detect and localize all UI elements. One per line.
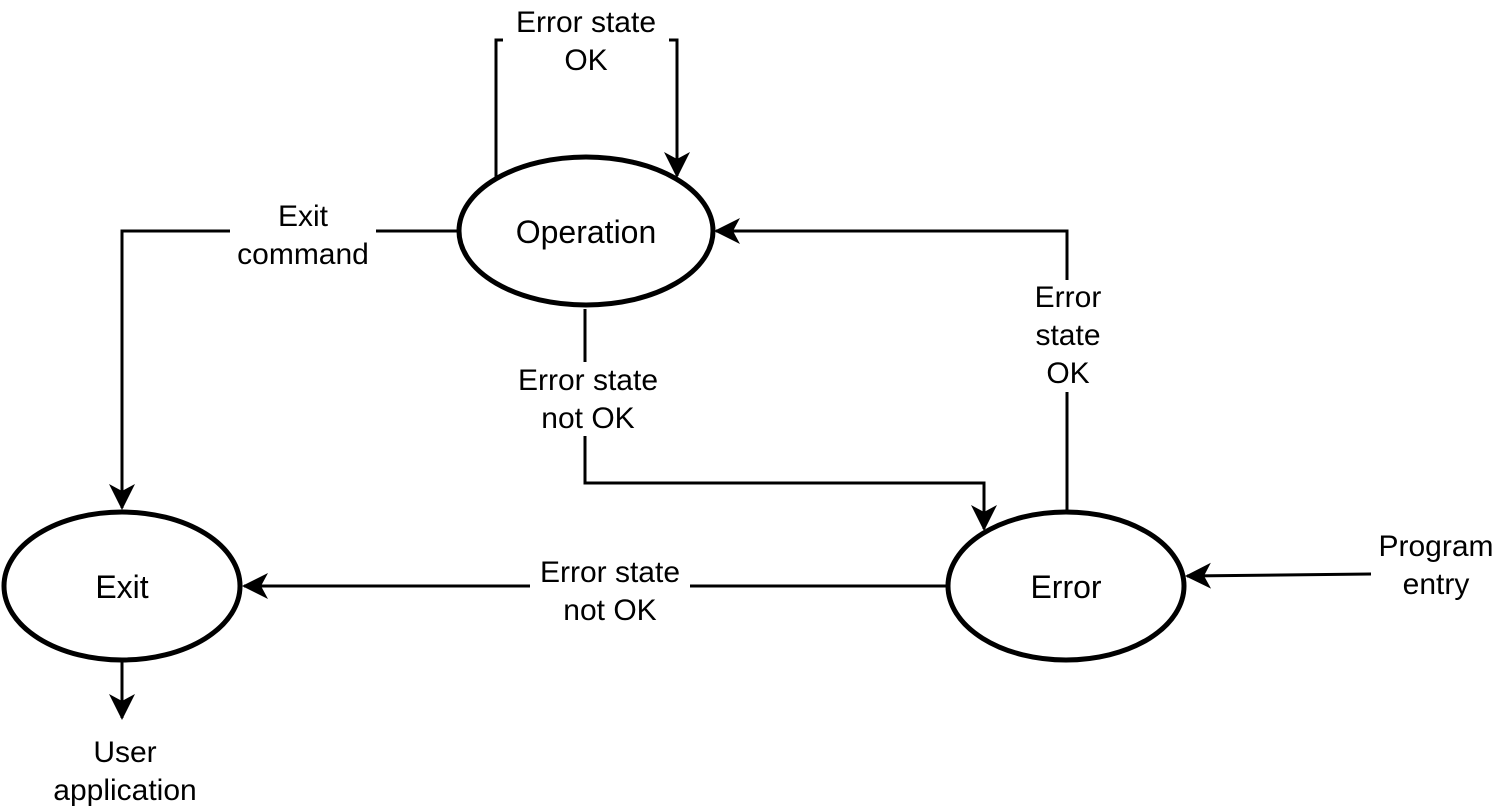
label-error-to-operation-line-2: state [1035,319,1100,352]
label-operation-to-exit: Exit command [237,200,369,271]
label-error-to-operation-line-3: OK [1046,357,1089,390]
state-exit: Exit [1,509,243,663]
label-program-entry-line-2: entry [1403,568,1470,601]
label-operation-to-exit-line-1: Exit [278,200,329,233]
label-user-application-line-2: application [53,774,196,807]
label-error-to-exit: Error state not OK [540,556,680,627]
state-error: Error [945,509,1187,663]
label-program-entry-line-1: Program [1378,530,1493,563]
label-bg-operation-to-error [508,362,668,436]
edge-operation-to-exit [109,229,458,510]
label-bg-error-to-operation [1028,280,1108,392]
label-user-application: User application [53,736,196,807]
label-operation-to-error-line-1: Error state [518,364,658,397]
label-operation-to-error-line-2: not OK [541,402,634,435]
label-program-entry: Program entry [1378,530,1493,601]
label-error-to-exit-line-1: Error state [540,556,680,589]
edge-program-entry [1185,562,1372,589]
label-error-to-operation-line-1: Error [1035,281,1102,314]
state-error-label: Error [1030,569,1101,605]
label-error-to-exit-line-2: not OK [563,594,656,627]
label-bg-error-to-exit [530,553,690,627]
label-operation-self-loop-line-2: OK [564,44,607,77]
label-operation-self-loop-line-1: Error state [516,6,656,39]
state-exit-label: Exit [95,569,148,605]
state-operation-label: Operation [516,214,657,250]
label-user-application-line-1: User [93,736,156,769]
label-bg-exit-command [230,198,376,272]
label-error-to-operation: Error state OK [1035,281,1102,390]
state-operation: Operation [456,154,716,308]
label-bg-self-loop [503,4,669,78]
label-operation-self-loop: Error state OK [516,6,656,77]
edge-error-to-operation [714,218,1069,511]
label-operation-to-exit-line-2: command [237,238,369,271]
label-operation-to-error: Error state not OK [518,364,658,435]
